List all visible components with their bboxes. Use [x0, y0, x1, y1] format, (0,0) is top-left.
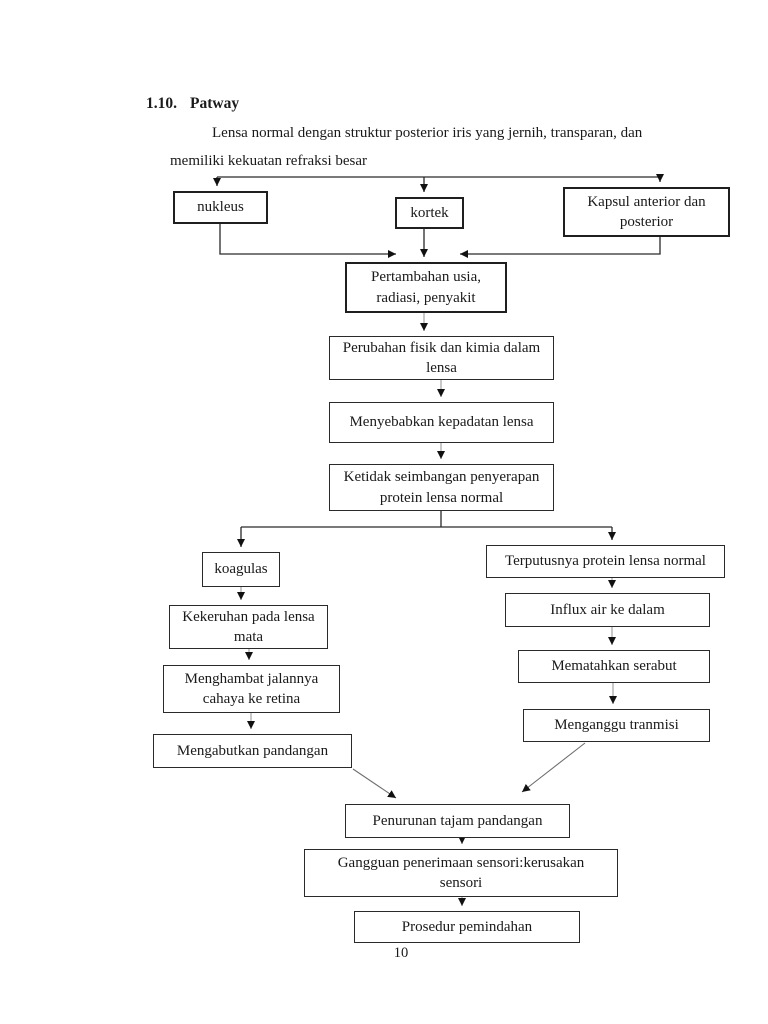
node-menganggu: Menganggu tranmisi — [523, 709, 710, 742]
node-koagulas: koagulas — [202, 552, 280, 587]
intro-text-line1: Lensa normal dengan struktur posterior i… — [212, 125, 643, 141]
node-penurunan: Penurunan tajam pandangan — [345, 804, 570, 838]
node-kekeruhan: Kekeruhan pada lensa mata — [169, 605, 328, 649]
node-terputusnya: Terputusnya protein lensa normal — [486, 545, 725, 578]
node-label: Perubahan fisik dan kimia dalam lensa — [342, 339, 541, 376]
node-kortek: kortek — [395, 197, 464, 229]
node-label: Gangguan penerimaan sensori:kerusakan se… — [337, 854, 585, 891]
node-pertambahan: Pertambahan usia, radiasi, penyakit — [345, 262, 507, 313]
node-ketidak: Ketidak seimbangan penyerapan protein le… — [329, 464, 554, 511]
node-menghambat: Menghambat jalannya cahaya ke retina — [163, 665, 340, 713]
node-label: Influx air ke dalam — [550, 601, 665, 618]
node-perubahan: Perubahan fisik dan kimia dalam lensa — [329, 336, 554, 380]
node-label: Menyebabkan kepadatan lensa — [349, 414, 534, 431]
page-number: 10 — [393, 945, 409, 961]
node-mengabutkan: Mengabutkan pandangan — [153, 734, 352, 768]
section-number: 1.10. — [146, 95, 177, 112]
intro-text-line2: memiliki kekuatan refraksi besar — [170, 153, 368, 169]
node-label: Prosedur pemindahan — [401, 918, 533, 935]
section-title: Patway — [190, 95, 240, 112]
node-prosedur: Prosedur pemindahan — [354, 911, 580, 943]
node-label: Menganggu tranmisi — [554, 717, 679, 734]
node-menyebabkan: Menyebabkan kepadatan lensa — [329, 402, 554, 443]
node-label: Mengabutkan pandangan — [176, 742, 329, 759]
node-label: Kekeruhan pada lensa mata — [182, 608, 315, 645]
node-label: Kapsul anterior dan posterior — [587, 193, 706, 230]
node-label: Menghambat jalannya cahaya ke retina — [184, 670, 319, 707]
node-label: koagulas — [214, 561, 268, 578]
section-heading: 1.10. Patway — [146, 95, 239, 113]
node-label: nukleus — [197, 199, 244, 216]
node-label: Mematahkan serabut — [551, 658, 677, 675]
node-label: Terputusnya protein lensa normal — [505, 553, 706, 570]
node-nukleus: nukleus — [173, 191, 268, 224]
node-label: Ketidak seimbangan penyerapan protein le… — [343, 469, 540, 506]
node-label: Pertambahan usia, radiasi, penyakit — [371, 269, 481, 306]
node-influx: Influx air ke dalam — [505, 593, 710, 627]
node-label: kortek — [410, 204, 449, 221]
node-gangguan: Gangguan penerimaan sensori:kerusakan se… — [304, 849, 618, 897]
node-mematahkan: Mematahkan serabut — [518, 650, 710, 683]
node-kapsul: Kapsul anterior dan posterior — [563, 187, 730, 237]
node-label: Penurunan tajam pandangan — [372, 812, 543, 829]
